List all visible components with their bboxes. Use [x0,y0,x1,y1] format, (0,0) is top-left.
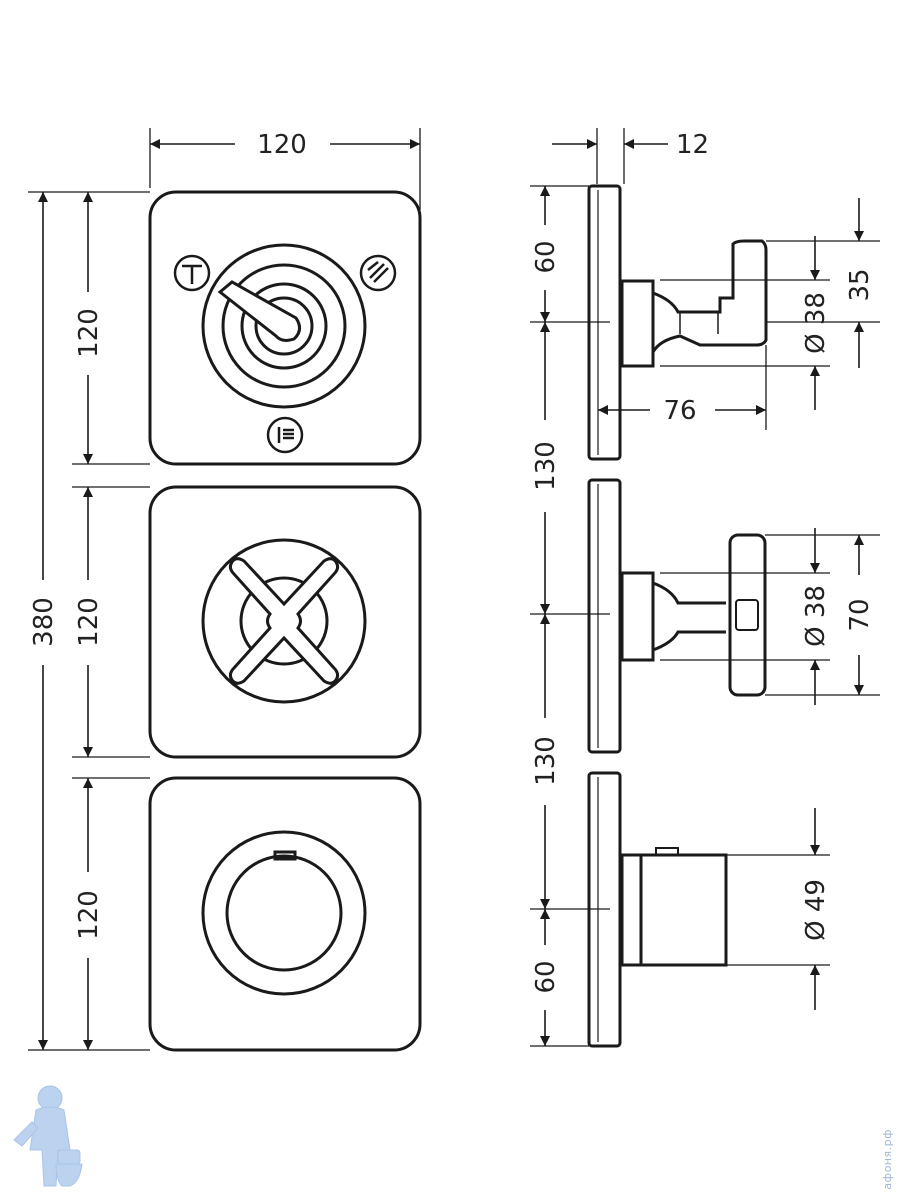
diverter-shower-icon [359,254,397,292]
front-dimension-labels: 120 380 120 120 120 [29,130,307,940]
dim-label-side-130-upper: 130 [531,441,561,491]
front-view [28,128,422,1052]
dim-label-lever-height: 35 [845,268,875,301]
dim-label-lever-reach: 76 [663,396,696,426]
diverter-handshower-icon [266,416,304,454]
side-view [530,128,880,1048]
dim-label-panel-bottom: 120 [74,890,104,940]
dim-label-total-height: 380 [29,597,59,647]
diverter-bath-icon [173,254,211,292]
side-dimension-labels: 12 60 130 130 60 76 35 Ø 38 Ø 38 70 Ø 49 [531,130,875,994]
dim-label-front-width: 120 [257,130,307,160]
dim-label-side-depth: 12 [676,130,709,160]
dim-label-side-130-lower: 130 [531,736,561,786]
thermostat-panel [148,776,422,1052]
dim-label-diam-38-middle: Ø 38 [801,585,831,647]
watermark: афоня.рф [881,1129,894,1190]
dim-label-panel-top: 120 [74,308,104,358]
side-plates [587,184,622,1048]
cross-handle-icon [201,538,367,704]
side-lever [620,239,768,368]
plumber-logo-icon [13,1085,83,1187]
thermostat-knob-icon [201,830,367,996]
dim-label-diam-49: Ø 49 [801,879,831,941]
diverter-panel [148,190,422,466]
dim-label-diam-38-top: Ø 38 [801,292,831,354]
dim-label-handle-height: 70 [845,598,875,631]
side-cross-handle [620,533,767,697]
dim-label-side-bottom-60: 60 [531,960,561,993]
dim-label-panel-middle: 120 [74,597,104,647]
dim-label-side-top-60: 60 [531,240,561,273]
cross-handle-panel [148,485,422,759]
diverter-knob [201,243,367,409]
side-thermostat [620,847,728,967]
diverter-lever [217,280,301,342]
